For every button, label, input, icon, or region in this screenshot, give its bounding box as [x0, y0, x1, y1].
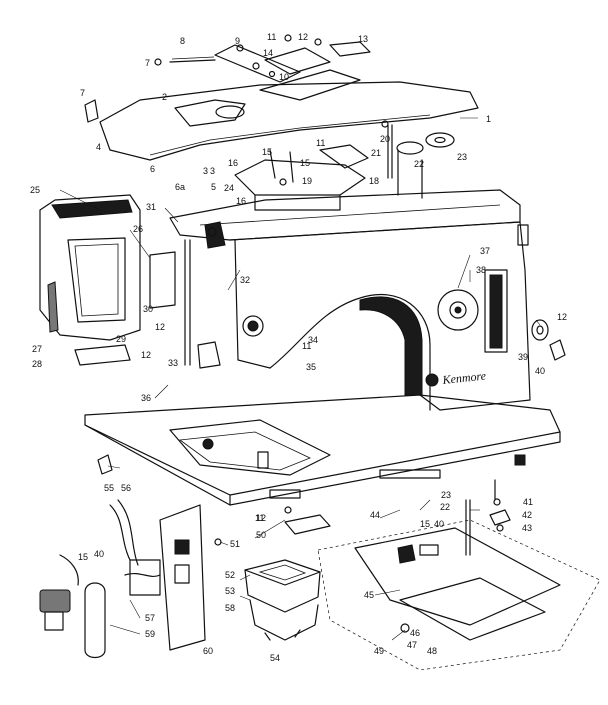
- part-label-53: 53: [225, 586, 235, 596]
- part-number-labels: 1 2 3 3 4 5 6 6a 7 7 8 9 10 11 11 11 11 …: [30, 32, 567, 663]
- part-label-12e: 12: [256, 513, 266, 523]
- part-label-40c: 40: [434, 519, 444, 529]
- part-label-60: 60: [203, 646, 213, 656]
- part-label-11c: 11: [302, 341, 311, 351]
- part-label-8: 8: [180, 36, 185, 46]
- part-label-54: 54: [270, 653, 280, 663]
- part-label-16b: 16: [236, 196, 246, 206]
- part-label-3a: 3: [210, 166, 215, 176]
- part-label-42: 42: [522, 510, 532, 520]
- part-label-28: 28: [32, 359, 42, 369]
- part-label-44: 44: [370, 510, 380, 520]
- part-label-4: 4: [96, 142, 101, 152]
- part-label-12b: 12: [155, 322, 165, 332]
- part-label-26: 26: [133, 224, 143, 234]
- part-label-52: 52: [225, 570, 235, 580]
- part-label-55: 55: [104, 483, 114, 493]
- part-label-7b: 7: [145, 58, 150, 68]
- part-label-46: 46: [410, 628, 420, 638]
- part-label-23b: 23: [441, 490, 451, 500]
- part-label-12c: 12: [141, 350, 151, 360]
- part-label-58: 58: [225, 603, 235, 613]
- part-label-1: 1: [486, 114, 491, 124]
- part-label-14: 14: [263, 48, 273, 58]
- part-label-39: 39: [518, 352, 528, 362]
- part-label-50: 50: [256, 530, 266, 540]
- part-label-2: 2: [162, 92, 167, 102]
- part-label-11a: 11: [267, 32, 276, 42]
- part-label-40a: 40: [535, 366, 545, 376]
- part-label-43: 43: [522, 523, 532, 533]
- top-cover-plate: [84, 34, 479, 161]
- part-label-22a: 22: [414, 159, 424, 169]
- part-label-15c: 15: [78, 552, 88, 562]
- bobbin-winder-parts: [489, 319, 566, 532]
- part-label-11d: 11: [255, 513, 264, 523]
- part-label-11b: 11: [316, 138, 325, 148]
- part-label-29: 29: [116, 334, 126, 344]
- part-label-7a: 7: [80, 88, 85, 98]
- part-label-30: 30: [143, 304, 153, 314]
- leader-lines: [59, 117, 541, 641]
- part-label-5: 5: [211, 182, 216, 192]
- needle-bar-mechanism: [149, 221, 226, 369]
- part-label-35: 35: [306, 362, 316, 372]
- part-label-6: 6: [150, 164, 155, 174]
- part-label-47: 47: [407, 640, 417, 650]
- part-label-15b: 15: [300, 158, 310, 168]
- motor-and-wiring: [39, 454, 206, 659]
- part-label-24: 24: [224, 183, 234, 193]
- part-label-23a: 23: [457, 152, 467, 162]
- part-label-6a: 6a: [175, 182, 185, 192]
- part-label-31: 31: [146, 202, 156, 212]
- part-label-27: 27: [32, 344, 42, 354]
- part-label-56: 56: [121, 483, 131, 493]
- bottom-cover-plate: [317, 499, 601, 671]
- part-label-15a: 15: [262, 147, 272, 157]
- part-label-36: 36: [141, 393, 151, 403]
- part-label-32: 32: [240, 275, 250, 285]
- part-label-40b: 40: [94, 549, 104, 559]
- part-label-3b: 3: [203, 166, 208, 176]
- part-label-22b: 22: [440, 502, 450, 512]
- machine-base-plate: [84, 394, 561, 506]
- part-label-19: 19: [302, 176, 312, 186]
- part-label-41: 41: [523, 497, 533, 507]
- accessory-tray: [244, 559, 321, 641]
- spool-pin-parts: [381, 120, 455, 199]
- part-label-45: 45: [364, 590, 374, 600]
- face-plate-cover: [39, 194, 141, 366]
- hinge-hardware: [214, 506, 331, 546]
- part-label-25: 25: [30, 185, 40, 195]
- part-label-21: 21: [371, 148, 381, 158]
- part-label-57: 57: [145, 613, 155, 623]
- part-label-34: 34: [308, 335, 318, 345]
- part-label-15d: 15: [420, 519, 430, 529]
- part-label-18: 18: [369, 176, 379, 186]
- part-label-9: 9: [235, 36, 240, 46]
- part-label-10: 10: [279, 72, 289, 82]
- part-label-51: 51: [230, 539, 240, 549]
- part-label-12d: 12: [557, 312, 567, 322]
- part-label-49: 49: [374, 646, 384, 656]
- brand-badge: Kenmore: [441, 368, 487, 387]
- part-label-16a: 16: [228, 158, 238, 168]
- part-label-13: 13: [358, 34, 368, 44]
- part-label-33: 33: [168, 358, 178, 368]
- part-label-12a: 12: [298, 32, 308, 42]
- part-label-48: 48: [427, 646, 437, 656]
- part-label-38: 38: [476, 265, 486, 275]
- part-label-20: 20: [380, 134, 390, 144]
- part-label-37: 37: [480, 246, 490, 256]
- part-label-59: 59: [145, 629, 155, 639]
